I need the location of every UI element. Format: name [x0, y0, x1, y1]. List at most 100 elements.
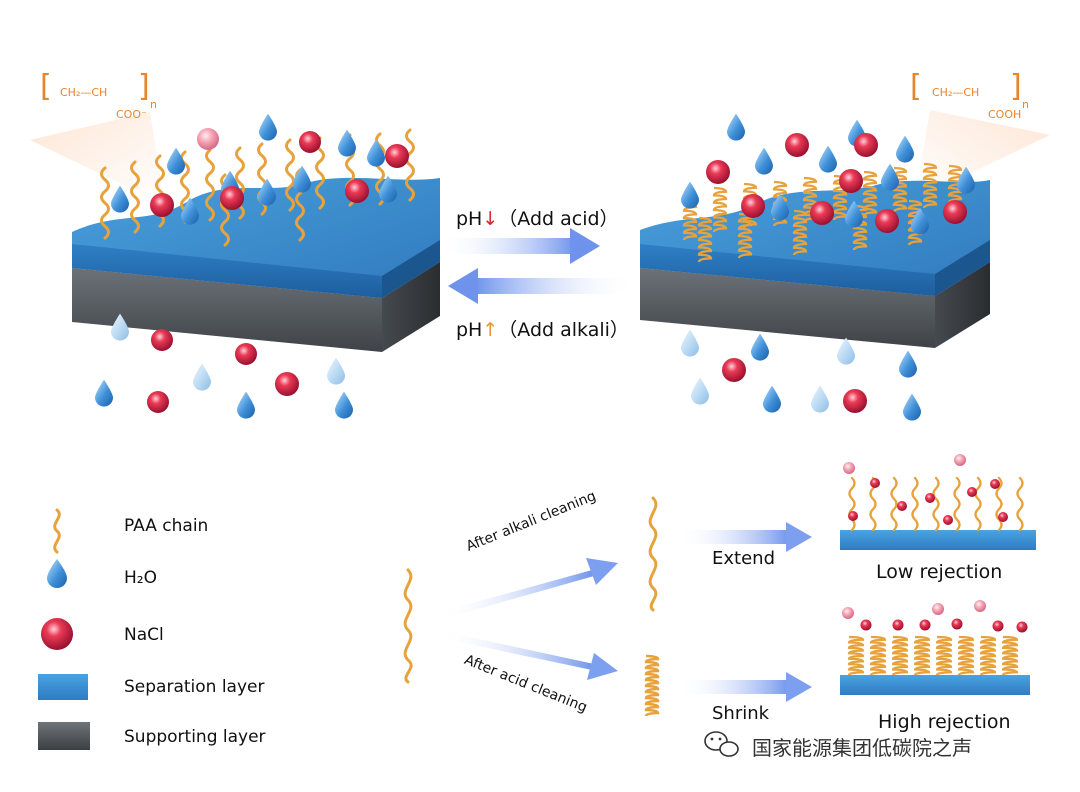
water-drop — [259, 113, 277, 141]
left-formula-sub: COO⁻ — [116, 108, 147, 121]
water-drop — [763, 385, 781, 413]
water-drop — [771, 193, 789, 221]
nacl-sphere — [385, 144, 409, 168]
alkali-branch-arrow — [440, 558, 618, 618]
separation-layer-swatch — [38, 674, 88, 700]
watermark-text: 国家能源集团低碳院之声 — [752, 736, 972, 760]
paa-chain-icon — [53, 508, 61, 554]
high-salt-faded — [974, 600, 986, 612]
ph-prefix: pH — [456, 319, 483, 341]
low-rejection-label: Low rejection — [876, 561, 1003, 583]
water-drop — [327, 357, 345, 385]
nacl-sphere — [722, 358, 746, 382]
low-salt — [990, 479, 1000, 489]
water-drop — [899, 350, 917, 378]
legend-icons — [38, 508, 90, 750]
water-drop — [95, 379, 113, 407]
high-rejection-label: High rejection — [878, 711, 1011, 733]
water-drop — [811, 385, 829, 413]
high-chain — [935, 635, 953, 676]
legend-h2o-label: H₂O — [124, 568, 157, 588]
nacl-sphere-icon — [41, 618, 73, 650]
low-salt — [925, 493, 935, 503]
add-alkali-text: （Add alkali） — [498, 319, 629, 341]
right-formula-sub: COOH — [988, 108, 1022, 121]
low-chain — [974, 476, 982, 532]
low-chain — [848, 476, 856, 532]
paa-chain-extended — [285, 138, 295, 212]
left-formula-n: n — [150, 98, 157, 111]
paa-chain-extended — [205, 148, 215, 222]
nacl-sphere — [147, 391, 169, 413]
nacl-sphere — [741, 194, 765, 218]
water-drop — [193, 363, 211, 391]
reversible-arrows — [440, 228, 635, 304]
left-separation-layer — [72, 177, 440, 298]
water-drop — [258, 178, 276, 206]
high-salt — [919, 619, 931, 631]
high-salt — [992, 620, 1004, 632]
paa-chain-extended — [100, 166, 110, 240]
nacl-sphere — [220, 186, 244, 210]
water-drop — [881, 163, 899, 191]
nacl-sphere — [275, 372, 299, 396]
nacl-sphere — [706, 160, 730, 184]
high-salt — [951, 618, 963, 630]
ph-down-icon: ↓ — [482, 208, 499, 230]
nacl-sphere — [839, 169, 863, 193]
water-drop — [896, 135, 914, 163]
nacl-sphere — [843, 389, 867, 413]
water-drop — [681, 181, 699, 209]
paa-chain-coiled — [697, 216, 713, 263]
paa-chain-coiled — [737, 212, 753, 259]
high-chain — [1001, 635, 1019, 676]
low-rejection-membrane — [840, 454, 1036, 550]
water-drop — [691, 377, 709, 405]
nacl-sphere — [854, 133, 878, 157]
nacl-sphere — [235, 343, 257, 365]
water-drop — [293, 165, 311, 193]
water-drop — [338, 129, 356, 157]
low-salt — [848, 511, 858, 521]
water-drop — [367, 139, 385, 167]
high-chain — [913, 635, 931, 676]
paa-chain-coiled — [832, 174, 848, 221]
low-salt — [843, 462, 855, 474]
water-drop — [845, 200, 863, 228]
paa-chain-coiled — [712, 186, 728, 233]
nacl-sphere — [810, 201, 834, 225]
low-chain — [911, 476, 919, 532]
left-support-layer — [72, 262, 440, 352]
add-acid-arrow — [440, 228, 600, 264]
add-alkali-label: pH↑（Add alkali） — [456, 315, 629, 342]
water-drop — [379, 175, 397, 203]
high-chain — [979, 635, 997, 676]
water-drop — [755, 147, 773, 175]
water-drop — [167, 147, 185, 175]
low-chain — [932, 476, 940, 532]
nacl-sphere — [785, 133, 809, 157]
shrunk-chain-icon — [644, 654, 660, 717]
nacl-sphere — [151, 329, 173, 351]
ph-prefix: pH — [456, 208, 483, 230]
water-drop — [237, 391, 255, 419]
water-drop — [837, 337, 855, 365]
high-salt — [892, 619, 904, 631]
high-chain — [869, 635, 887, 676]
process-branch — [403, 454, 1036, 717]
extended-chain-icon — [648, 496, 658, 612]
water-drop — [111, 185, 129, 213]
water-drop-icon — [47, 559, 67, 588]
water-drop — [681, 329, 699, 357]
water-drop — [911, 207, 929, 235]
shrink-label: Shrink — [712, 703, 770, 724]
high-salt-faded — [932, 603, 944, 615]
low-salt — [897, 501, 907, 511]
water-drop — [727, 113, 745, 141]
water-drop — [751, 333, 769, 361]
nacl-sphere — [299, 131, 321, 153]
paa-chain-coiled — [792, 209, 808, 256]
paa-chain-extended — [130, 160, 140, 234]
add-acid-label: pH↓（Add acid） — [456, 204, 619, 231]
legend-supporting-label: Supporting layer — [124, 727, 266, 747]
